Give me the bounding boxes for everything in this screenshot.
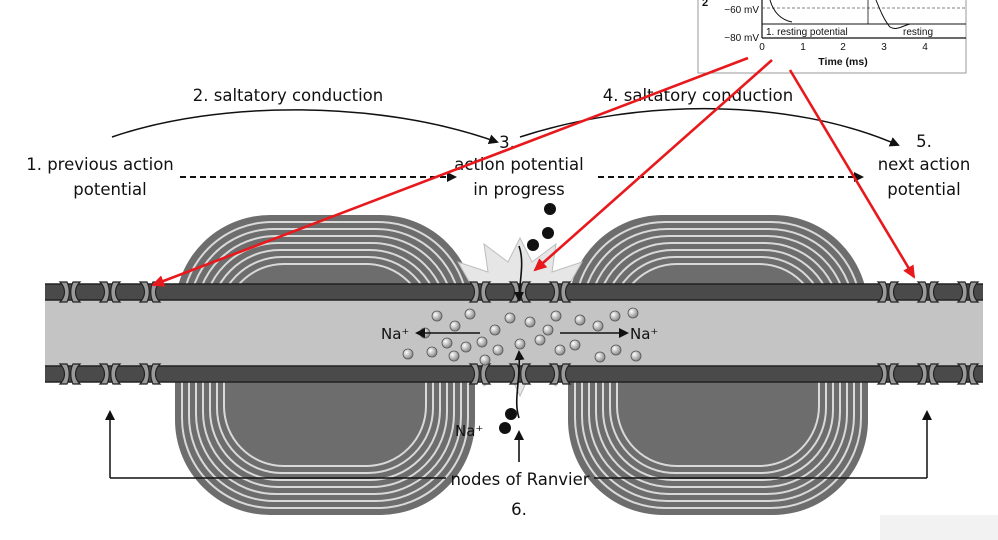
inset-xtick-0: 0 [759,42,765,53]
step5-number: 5. [916,132,932,151]
sodium-ions-intracellular [402,307,642,366]
inset-xtick-3: 3 [881,42,887,53]
ion-flow-arrows [415,245,629,462]
step4-label: 4. saltatory conduction [603,86,793,105]
step3-label-line1: action potential [454,155,583,174]
red-arrow-to-right-node [788,69,916,279]
step1-label-line2: potential [73,180,146,199]
step2-label: 2. saltatory conduction [193,86,383,105]
inset-x-label: Time (ms) [818,56,867,68]
inset-ytick-60: −60 mV [724,5,759,16]
red-arrow-to-left-node [151,56,749,287]
inset-xtick-2: 2 [840,42,846,53]
step6-label: 6. [511,500,527,519]
sodium-label-bottom: Na⁺ [455,422,483,440]
background-shade [880,515,998,540]
sodium-ions-extracellular [499,203,556,434]
axon-interior [45,300,983,366]
sodium-label-left: Na⁺ [381,325,409,343]
nodes-of-ranvier-bracket [105,410,932,479]
red-pointer-arrows [151,56,916,287]
inset-trace-left [769,0,793,23]
step5-label-line2: potential [887,180,960,199]
inset-ytick-80: −80 mV [724,33,759,44]
inset-phase-resting-2: resting [903,27,933,38]
nodes-of-ranvier-label: nodes of Ranvier [450,470,589,489]
inset-trace-right [875,0,911,29]
step5-label-line1: next action [878,155,971,174]
red-arrow-to-center-node [533,59,773,272]
saltatory-arrows [111,108,900,147]
step1-label-line1: 1. previous action [26,155,174,174]
inset-xtick-1: 1 [800,42,806,53]
inset-xtick-4: 4 [922,42,928,53]
step3-label-line2: in progress [473,180,565,199]
sodium-label-right: Na⁺ [630,325,658,343]
inset-partial-label: 2 [702,0,708,9]
inset-phase-resting-1: 1. resting potential [766,27,848,38]
